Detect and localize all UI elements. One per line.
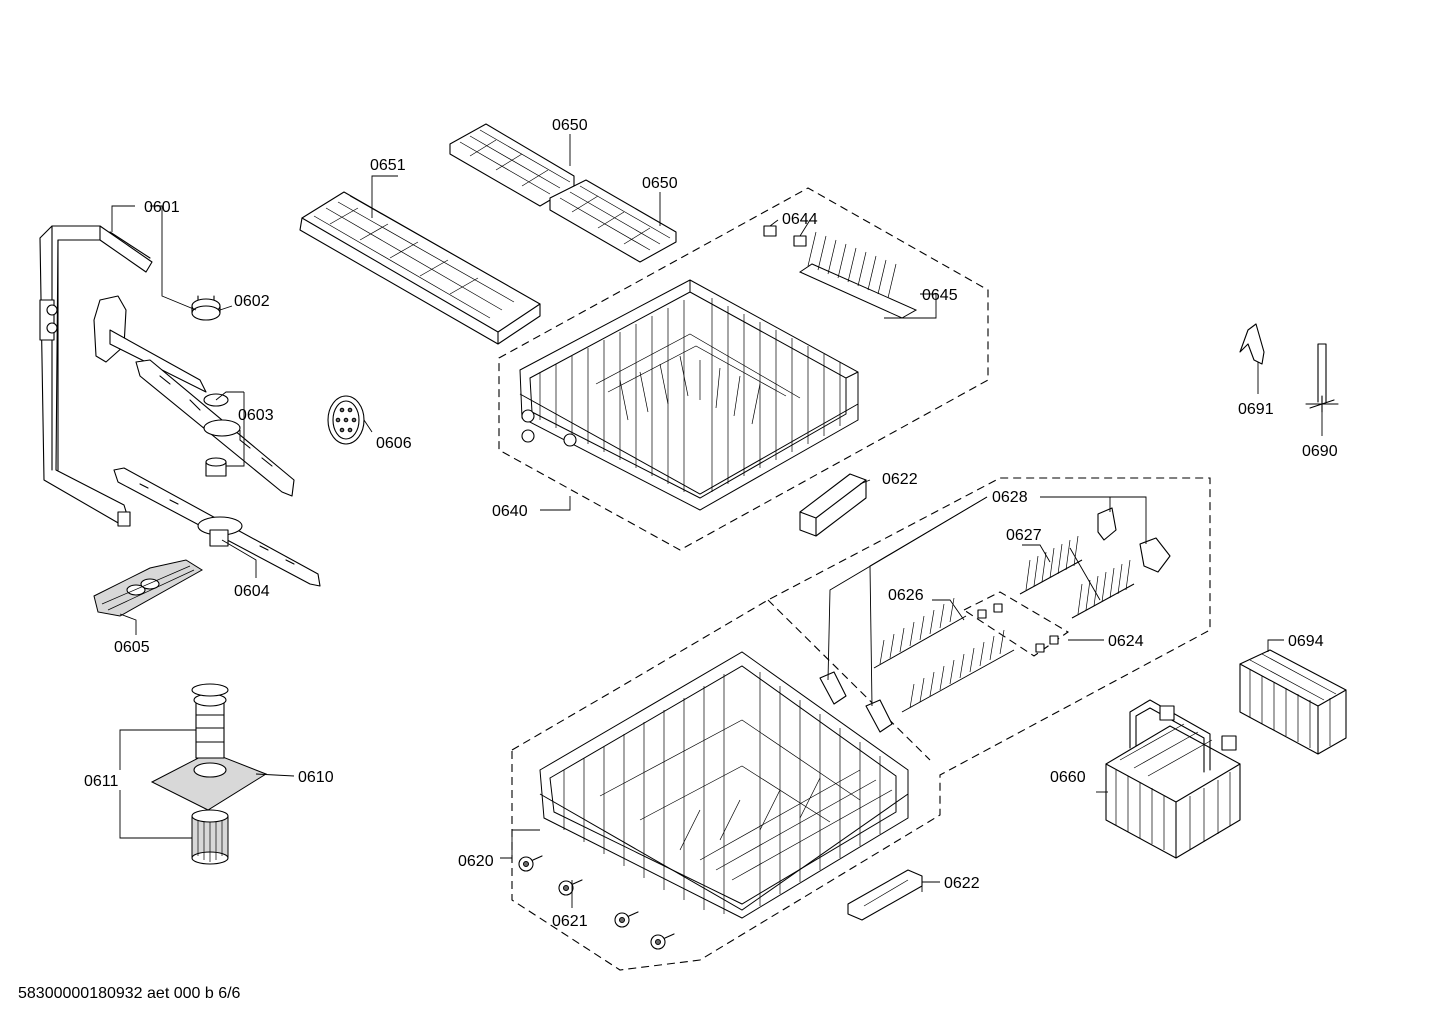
basket-handle-upper [799, 473, 867, 537]
callout-0603: 0603 [238, 407, 274, 424]
callout-0650-top: 0650 [552, 117, 588, 134]
basket-wheels [518, 855, 675, 950]
fine-filter-plate [150, 751, 268, 811]
microfilter-cover [93, 559, 203, 617]
callout-0604: 0604 [234, 583, 270, 600]
spray-supply-tube [39, 225, 153, 527]
callout-0644: 0644 [782, 211, 818, 228]
callout-0621: 0621 [552, 913, 588, 930]
callout-0694: 0694 [1288, 633, 1324, 650]
holder-0690 [1305, 343, 1339, 413]
callout-0645: 0645 [922, 287, 958, 304]
callout-0690: 0690 [1302, 443, 1338, 460]
holders-0624 [962, 591, 1070, 657]
rack-clip-0628 [819, 507, 1171, 733]
filter-combination [191, 683, 229, 865]
callout-0606: 0606 [376, 435, 412, 452]
callout-0601: 0601 [144, 199, 180, 216]
upper-spray-arm-assembly [93, 295, 295, 497]
callout-0660: 0660 [1050, 769, 1086, 786]
callout-0691: 0691 [1238, 401, 1274, 418]
callout-0624: 0624 [1108, 633, 1144, 650]
lower-basket-group-outline [511, 477, 1211, 971]
assembly-divider [767, 599, 931, 761]
lower-basket [539, 651, 909, 919]
basket-handle-lower [847, 869, 923, 921]
callout-0626: 0626 [888, 587, 924, 604]
callout-0622-upper: 0622 [882, 471, 918, 488]
cutlery-drawer [299, 191, 541, 345]
upper-basket [519, 279, 859, 511]
cutlery-basket [1105, 699, 1241, 859]
cup-shelf-0645 [798, 231, 918, 319]
upper-basket-group-outline [498, 187, 989, 551]
callout-0628: 0628 [992, 489, 1028, 506]
callout-0651: 0651 [370, 157, 406, 174]
callout-0620: 0620 [458, 853, 494, 870]
callout-0611: 0611 [84, 773, 119, 790]
clip-0644 [763, 225, 807, 247]
drawing-reference-footer: 58300000180932 aet 000 b 6/6 [18, 985, 241, 1002]
callout-0605: 0605 [114, 639, 150, 656]
cutlery-basket-small [1239, 649, 1347, 755]
leader-lines [111, 134, 1323, 908]
drawer-insert-2 [549, 179, 677, 263]
aqua-sensor-disc [327, 395, 365, 445]
tine-row-0626 [873, 597, 1015, 713]
callout-0622-lower: 0622 [944, 875, 980, 892]
rack-stop-0691 [1239, 323, 1265, 365]
spray-arm-nut [191, 295, 221, 321]
drawer-insert-1 [449, 123, 575, 207]
callout-labels: 0601 0602 0603 0604 0605 0606 0610 0611 … [84, 117, 1338, 930]
callout-0650-second: 0650 [642, 175, 678, 192]
callout-0610: 0610 [298, 769, 334, 786]
callout-0602: 0602 [234, 293, 270, 310]
tine-row-0627 [1019, 535, 1135, 619]
lower-spray-arm [113, 467, 321, 587]
callout-0627: 0627 [1006, 527, 1042, 544]
callout-0640: 0640 [492, 503, 528, 520]
